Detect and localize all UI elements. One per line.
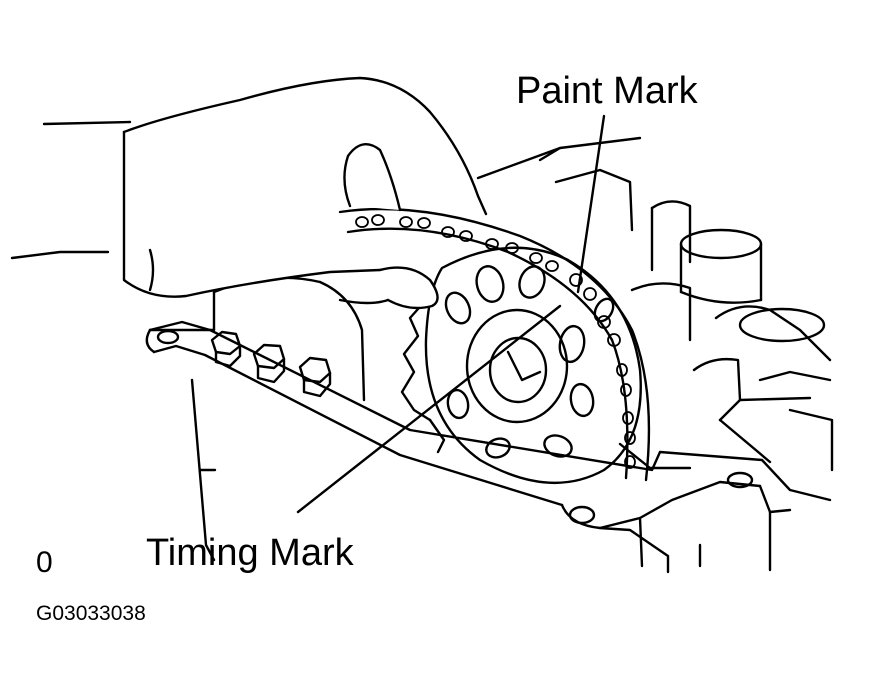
paint-mark-label: Paint Mark [516, 70, 698, 112]
bolt-1 [210, 330, 242, 368]
timing-mark-label: Timing Mark [146, 532, 354, 574]
engine-block-outline [10, 120, 642, 562]
timing-mark-leader [296, 304, 562, 514]
cover-bolts [210, 330, 332, 398]
hand [122, 76, 488, 310]
bolt-2 [252, 343, 286, 384]
corner-mark: 0 [36, 546, 53, 579]
timing-chain [338, 207, 651, 482]
timing-cover-frame [145, 320, 832, 574]
figure-code: G03033038 [36, 602, 146, 625]
bolt-3 [298, 356, 332, 398]
camshaft-housing [554, 168, 834, 472]
leader-lines [296, 114, 606, 514]
paint-mark-leader [576, 114, 606, 294]
